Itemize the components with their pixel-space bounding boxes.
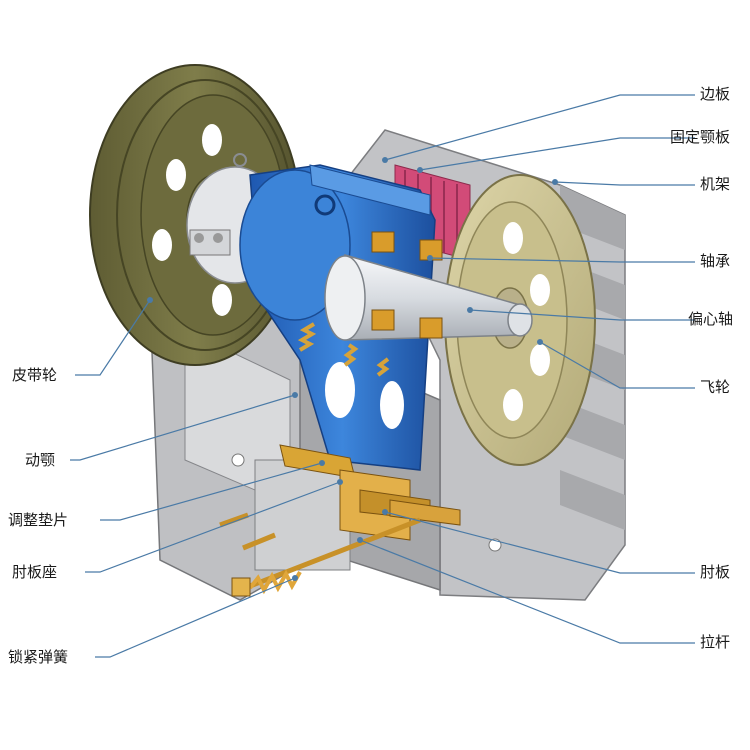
- leader-donge: [70, 394, 296, 461]
- label-zhoubanzuo: 肘板座: [12, 563, 58, 581]
- label-jijia: 机架: [700, 175, 731, 193]
- tie-rod: [219, 512, 421, 597]
- leader-jijia: [554, 181, 695, 186]
- leader-gudingeban: [419, 137, 695, 171]
- label-gudingeban: 固定颚板: [670, 128, 731, 146]
- label-donge: 动颚: [25, 451, 56, 469]
- leader-lines: [70, 94, 695, 658]
- label-suojintanhuang: 锁紧弹簧: [8, 648, 69, 666]
- bearings: [371, 231, 443, 339]
- leader-zhoubanzuo: [85, 481, 341, 573]
- label-zhoucheng: 轴承: [700, 252, 731, 270]
- label-tiaozhengdianpian: 调整垫片: [8, 511, 69, 529]
- leader-bianban: [384, 94, 695, 161]
- leader-pidailun: [75, 299, 151, 376]
- label-lagan: 拉杆: [700, 633, 731, 651]
- label-bianban: 边板: [700, 85, 731, 103]
- label-feilun: 飞轮: [700, 378, 731, 396]
- label-pianxinzhou: 偏心轴: [688, 310, 734, 328]
- springs: [297, 322, 390, 377]
- leader-feilun: [539, 341, 695, 389]
- toggle-assembly: [279, 444, 461, 541]
- leader-pianxinzhou: [469, 309, 695, 321]
- leader-suojintanhuang: [95, 577, 296, 658]
- leader-lagan: [359, 539, 695, 644]
- label-pidailun: 皮带轮: [12, 366, 58, 384]
- label-zhouban: 肘板: [700, 563, 731, 581]
- leader-tiaozhengdianpian: [100, 462, 323, 521]
- leader-zhouban: [384, 511, 695, 574]
- leader-zhoucheng: [429, 257, 695, 263]
- leader-dots: [147, 157, 558, 581]
